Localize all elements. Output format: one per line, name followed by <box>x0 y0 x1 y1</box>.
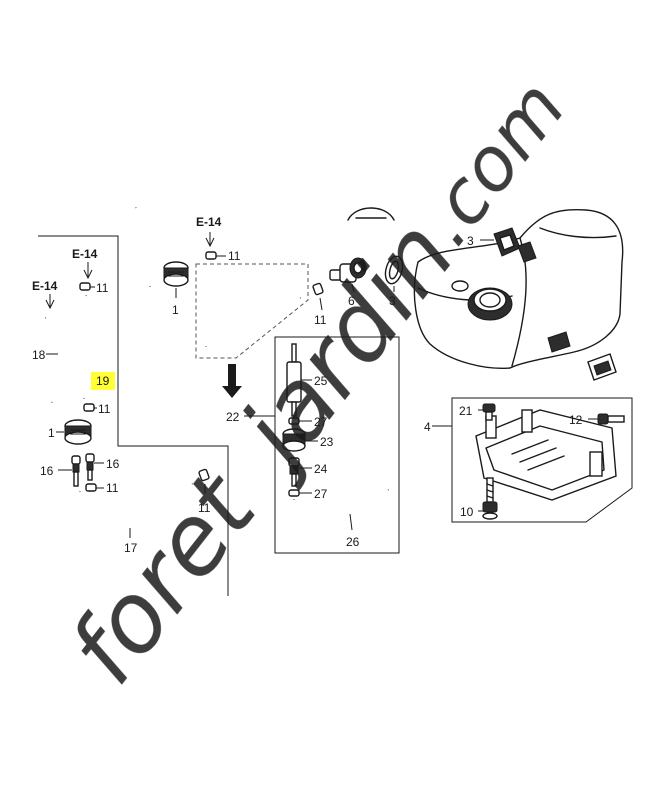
hose-18-inner <box>45 316 65 403</box>
tank-port <box>451 280 469 292</box>
leader-11-mid <box>319 297 323 311</box>
callout-6: 6 <box>348 294 355 308</box>
grommet-3-mid <box>384 255 404 285</box>
callout-27b: 27 <box>314 487 328 501</box>
callout-11d: 11 <box>198 501 211 515</box>
guard-slots <box>511 439 565 471</box>
watermark: foret jardin .com <box>48 65 582 704</box>
fitting-16-right <box>85 453 95 481</box>
filter-23 <box>282 428 306 452</box>
kit-border <box>274 336 400 554</box>
callout-4: 4 <box>424 420 431 434</box>
clip-11d <box>198 468 210 482</box>
fuel-filter-1-left <box>64 419 92 445</box>
ref-arrow-left-lower <box>45 294 55 310</box>
leader-26 <box>349 513 353 531</box>
callout-19: 19 <box>96 374 110 388</box>
callout-1-mid: 1 <box>172 303 179 317</box>
highlight-19 <box>91 372 115 390</box>
hose-center-inner <box>202 287 301 347</box>
dashed-group-box <box>195 263 309 359</box>
tank-outlet <box>547 331 571 353</box>
guard-plate-inner <box>485 425 605 491</box>
callout-11-mid: 11 <box>314 313 327 327</box>
callout-10: 10 <box>460 505 474 519</box>
leader-6 <box>351 283 355 293</box>
part-6 <box>329 257 367 283</box>
bolt-21 <box>482 403 496 421</box>
ref-arrow-left-upper <box>83 262 93 280</box>
hose-19-inner <box>82 295 94 399</box>
callout-16-left: 16 <box>40 464 54 478</box>
callout-1-left: 1 <box>48 426 55 440</box>
ref-e14-center: E-14 <box>196 215 222 229</box>
fitting-24 <box>288 457 300 487</box>
callout-11-top: 11 <box>228 249 241 263</box>
callout-18: 18 <box>32 348 46 362</box>
callout-26: 26 <box>346 535 360 549</box>
clip-11b <box>83 403 95 412</box>
ref-arrow-center <box>205 232 215 248</box>
fuel-tank: 3 <box>413 208 624 381</box>
callout-11b: 11 <box>98 402 111 416</box>
fuel-filter-1-mid <box>163 261 189 287</box>
callout-16-right: 16 <box>106 457 120 471</box>
callout-21: 21 <box>459 404 473 418</box>
callout-22: 22 <box>226 410 240 424</box>
hose-17-inner <box>78 482 193 539</box>
part-25 <box>286 343 302 417</box>
grommet-3-top <box>493 227 537 263</box>
hose-26-inner <box>292 488 389 542</box>
filter-kit-box: 22 25 27 23 24 27 <box>226 336 400 554</box>
callout-12: 12 <box>569 413 583 427</box>
tank-guard-assembly: 4 21 12 10 <box>424 397 633 523</box>
fitting-16-left <box>71 455 81 487</box>
callout-27a: 27 <box>314 415 328 429</box>
hose-loop-top-inner <box>134 207 182 287</box>
guard-plate <box>475 409 617 501</box>
bracket-block <box>587 353 617 381</box>
ref-e14-left-lower: E-14 <box>32 279 58 293</box>
guard-box <box>451 397 633 523</box>
callout-11c: 11 <box>106 481 119 495</box>
callout-3-top: 3 <box>467 234 474 248</box>
ref-e14-left-upper: E-14 <box>72 247 98 261</box>
strap-top <box>347 207 395 221</box>
bolt-12 <box>597 413 625 425</box>
callout-25: 25 <box>314 374 328 388</box>
clip-11a <box>79 282 91 291</box>
clip-27b <box>288 489 300 497</box>
clip-11c <box>85 483 97 492</box>
callout-17: 17 <box>124 541 138 555</box>
callout-3-mid: 3 <box>389 294 396 308</box>
bolt-10 <box>482 477 498 520</box>
callout-24: 24 <box>314 462 328 476</box>
callout-23: 23 <box>320 435 334 449</box>
down-arrow <box>222 364 242 398</box>
left-assembly: E-14 E-14 11 18 19 11 1 <box>32 235 229 596</box>
fuel-filler-neck <box>467 287 513 321</box>
callout-11a: 11 <box>96 281 109 295</box>
left-section-border <box>38 235 229 596</box>
center-assembly: E-14 11 1 11 6 <box>134 207 404 398</box>
watermark-foret: foret <box>48 452 279 704</box>
clip-11-top <box>205 251 217 260</box>
clip-11-mid <box>312 282 324 296</box>
